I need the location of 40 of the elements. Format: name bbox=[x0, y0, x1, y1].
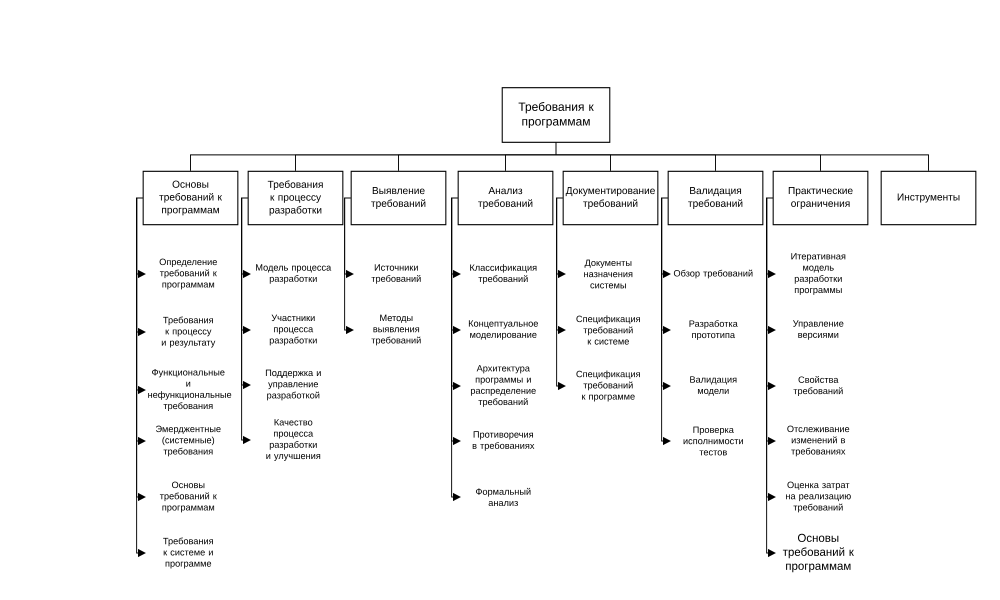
topic-text: Источники требований bbox=[371, 264, 421, 284]
topic-text: Определение требований к программам bbox=[160, 258, 217, 290]
topic-text: Поддержка и управление разработкой bbox=[266, 370, 321, 400]
topic-text: Требования к процессу и результату bbox=[162, 316, 216, 348]
root-box: Требования к программам bbox=[502, 87, 610, 143]
topic-text: Участники процесса разработки bbox=[270, 314, 317, 346]
topic-text: Качество процесса разработки и улучшения bbox=[266, 419, 320, 461]
category-box: Анализ требований bbox=[458, 170, 554, 226]
topic-text: Свойства требований bbox=[793, 376, 843, 396]
topic-text: Документы назначения системы bbox=[584, 260, 632, 288]
topic-text: Функциональные и нефункциональные требования bbox=[148, 369, 232, 411]
topic-text: Управление версиями bbox=[792, 320, 844, 340]
topic-text: Формальный анализ bbox=[476, 488, 530, 506]
topic-text: Разработка прототипа bbox=[690, 320, 738, 340]
topic-text: Концептуальное моделирование bbox=[468, 320, 538, 340]
category-box: Инструменты bbox=[880, 170, 976, 226]
topic-text: Обзор требований bbox=[674, 270, 752, 278]
category-box: Требования к процессу разработки bbox=[248, 170, 344, 226]
topic-text: Архитектура программы и распределение требований bbox=[470, 365, 536, 407]
topic-text: Спецификация требований к системе bbox=[576, 315, 640, 345]
category-box: Выявление требований bbox=[350, 170, 446, 226]
topic-text: Модель процесса разработки bbox=[256, 264, 332, 284]
topic-text: Основы требований к программам bbox=[160, 482, 217, 512]
connector-line bbox=[556, 142, 929, 172]
topic-text: Основы требований к программам bbox=[782, 534, 854, 572]
category-box: Практические ограничения bbox=[772, 170, 868, 226]
category-box: Валидация требований bbox=[668, 170, 764, 226]
topic-text: Проверка исполнимости тестов bbox=[684, 426, 743, 456]
topic-text: Методы выявления требований bbox=[371, 314, 421, 346]
topic-text: Спецификация требований к программе bbox=[576, 370, 640, 402]
category-box: Основы требований к программам bbox=[142, 170, 238, 226]
topic-text: Противоречия в требованиях bbox=[472, 431, 534, 451]
topic-text: Эмерджентные (системные) требования bbox=[156, 426, 221, 456]
category-box: Документирование требований bbox=[562, 170, 658, 226]
topic-text: Отслеживание изменений в требованиях bbox=[787, 426, 850, 456]
topic-text: Классификация требований bbox=[470, 264, 536, 284]
topic-text: Оценка затрат на реализацию требований bbox=[786, 482, 851, 512]
topic-text: Итеративная модель разработки программы bbox=[791, 253, 846, 295]
topic-text: Требования к системе и программе bbox=[163, 537, 213, 569]
topic-text: Валидация модели bbox=[690, 376, 736, 396]
